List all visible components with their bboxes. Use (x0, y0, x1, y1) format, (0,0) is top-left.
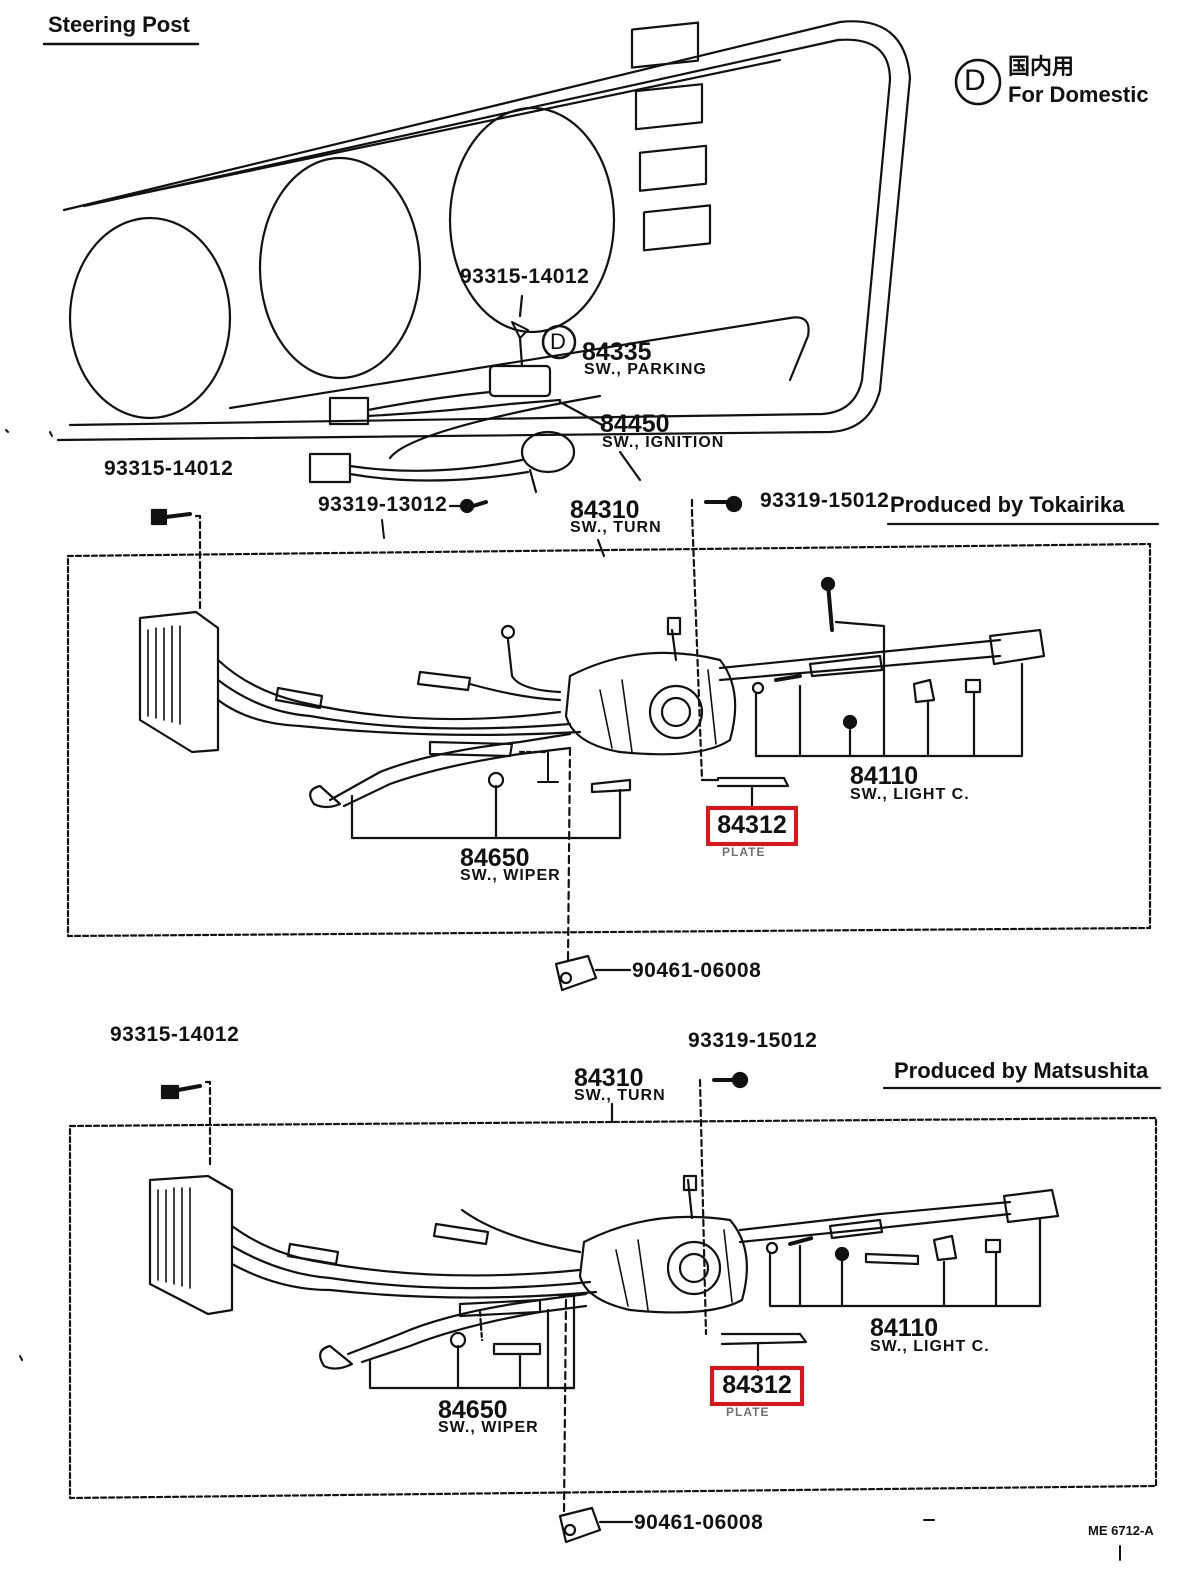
part-number-turn: 84310 (574, 1064, 644, 1092)
warning-lamp (630, 21, 700, 69)
part-name-wiper: SW., WIPER (438, 1419, 539, 1436)
part-number-screw-left: 93315-14012 (110, 1023, 240, 1046)
warning-lamp (638, 144, 708, 192)
clamp-icon (554, 954, 632, 992)
part-number-clamp: 90461-06008 (632, 959, 762, 982)
warning-lamp (634, 83, 704, 131)
part-number-wiper: 84650 (460, 844, 530, 872)
highlight-plate-top: 84312 (706, 806, 798, 846)
part-number-light: 84110 (870, 1314, 939, 1342)
part-number-screw-right: 93319-15012 (760, 489, 890, 512)
part-number-plate: 84312 (722, 1371, 792, 1399)
warning-lamp (642, 204, 712, 252)
part-name-turn: SW., TURN (574, 1087, 666, 1104)
clamp-icon (558, 1506, 634, 1544)
parking-switch (328, 321, 562, 426)
gauge-right (448, 106, 616, 334)
screw-icon (712, 1071, 749, 1089)
part-name-parking: SW., PARKING (584, 361, 707, 378)
screw-icon (160, 1084, 202, 1100)
part-name-plate: PLATE (722, 845, 766, 859)
combination-switch-bottom (148, 1174, 1060, 1514)
ignition-switch (308, 394, 602, 494)
domestic-circle (954, 58, 1002, 106)
part-name-light: SW., LIGHT C. (870, 1338, 990, 1355)
page-title: Steering Post (48, 12, 190, 37)
part-number-ignition: 84450 (600, 410, 670, 438)
highlight-plate-bottom: 84312 (710, 1366, 804, 1406)
assembly-boundary-bottom (68, 1116, 1158, 1500)
part-number-light: 84110 (850, 762, 919, 790)
part-name-turn: SW., TURN (570, 519, 662, 536)
part-number-screw-mid: 93319-13012 (318, 493, 448, 516)
part-name-light: SW., LIGHT C. (850, 786, 970, 803)
part-number-screw-right: 93319-15012 (688, 1029, 818, 1052)
assembly-boundary-top (66, 542, 1152, 938)
part-number-screw-panel: 93315-14012 (460, 265, 590, 288)
part-number-clamp: 90461-06008 (634, 1511, 764, 1534)
part-number-wiper: 84650 (438, 1396, 508, 1424)
part-number-plate: 84312 (717, 811, 787, 839)
screw-icon (459, 498, 488, 514)
part-number-turn: 84310 (570, 496, 640, 524)
d-mark-circle (541, 324, 577, 360)
gauge-left (68, 216, 232, 420)
combination-switch-top (138, 576, 1046, 962)
figure-code: ME 6712-A (1088, 1523, 1154, 1538)
screw-icon (704, 495, 743, 513)
part-number-parking: 84335 (582, 338, 652, 366)
producer-label: Produced by Matsushita (894, 1058, 1149, 1083)
domestic-mark: D (964, 64, 986, 97)
part-number-screw-left: 93315-14012 (104, 457, 234, 480)
screw-icon (150, 508, 192, 526)
part-name-ignition: SW., IGNITION (602, 434, 725, 451)
domestic-jp-label: 国内用 (1008, 54, 1075, 79)
part-name-wiper: SW., WIPER (460, 867, 561, 884)
d-mark: D (550, 329, 566, 354)
gauge-center (258, 156, 422, 380)
instrument-panel (56, 20, 912, 442)
domestic-en-label: For Domestic (1008, 82, 1149, 107)
producer-label: Produced by Tokairika (890, 492, 1125, 517)
part-name-plate: PLATE (726, 1405, 770, 1419)
